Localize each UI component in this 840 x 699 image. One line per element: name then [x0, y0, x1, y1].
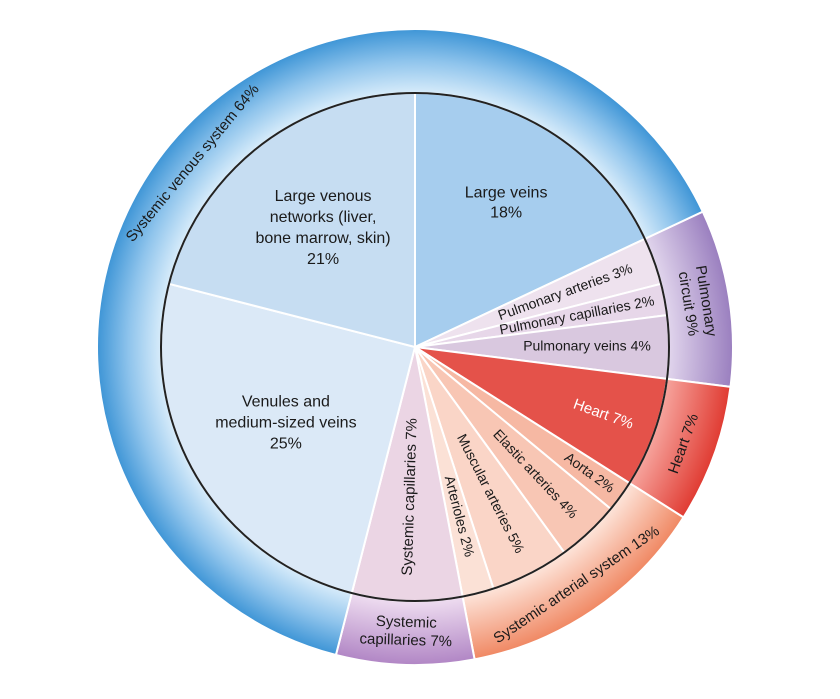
pie-outline [160, 92, 670, 602]
slice-label-venous-networks-line-2: networks (liver, [270, 209, 377, 226]
slice-label-large-veins-line-2: 18% [490, 205, 522, 222]
slice-label-venules-line-3: 25% [270, 436, 302, 453]
slice-label-pulmonary-veins-4: Pulmonary veins 4% [523, 338, 651, 354]
slice-label-venules-line-1: Venules and [242, 394, 330, 411]
outer-ring [96, 28, 734, 666]
ring-label-systemic-capillaries-7-line-1: Systemic [376, 613, 438, 632]
slice-label-venous-networks-line-4: 21% [307, 251, 339, 268]
slice-label-venous-networks-line-3: bone marrow, skin) [255, 230, 390, 247]
inner-pie [160, 91, 670, 602]
slice-label-systemic-capillaries-7: Systemic capillaries 7% [399, 418, 421, 576]
slice-label-large-veins-line-1: Large veins [465, 185, 548, 202]
slice-label-venules-line-2: medium-sized veins [215, 415, 356, 432]
slice-label-venous-networks-line-1: Large venous [275, 188, 372, 205]
ring-label-systemic-capillaries-7-line-2: capillaries 7% [359, 630, 452, 650]
